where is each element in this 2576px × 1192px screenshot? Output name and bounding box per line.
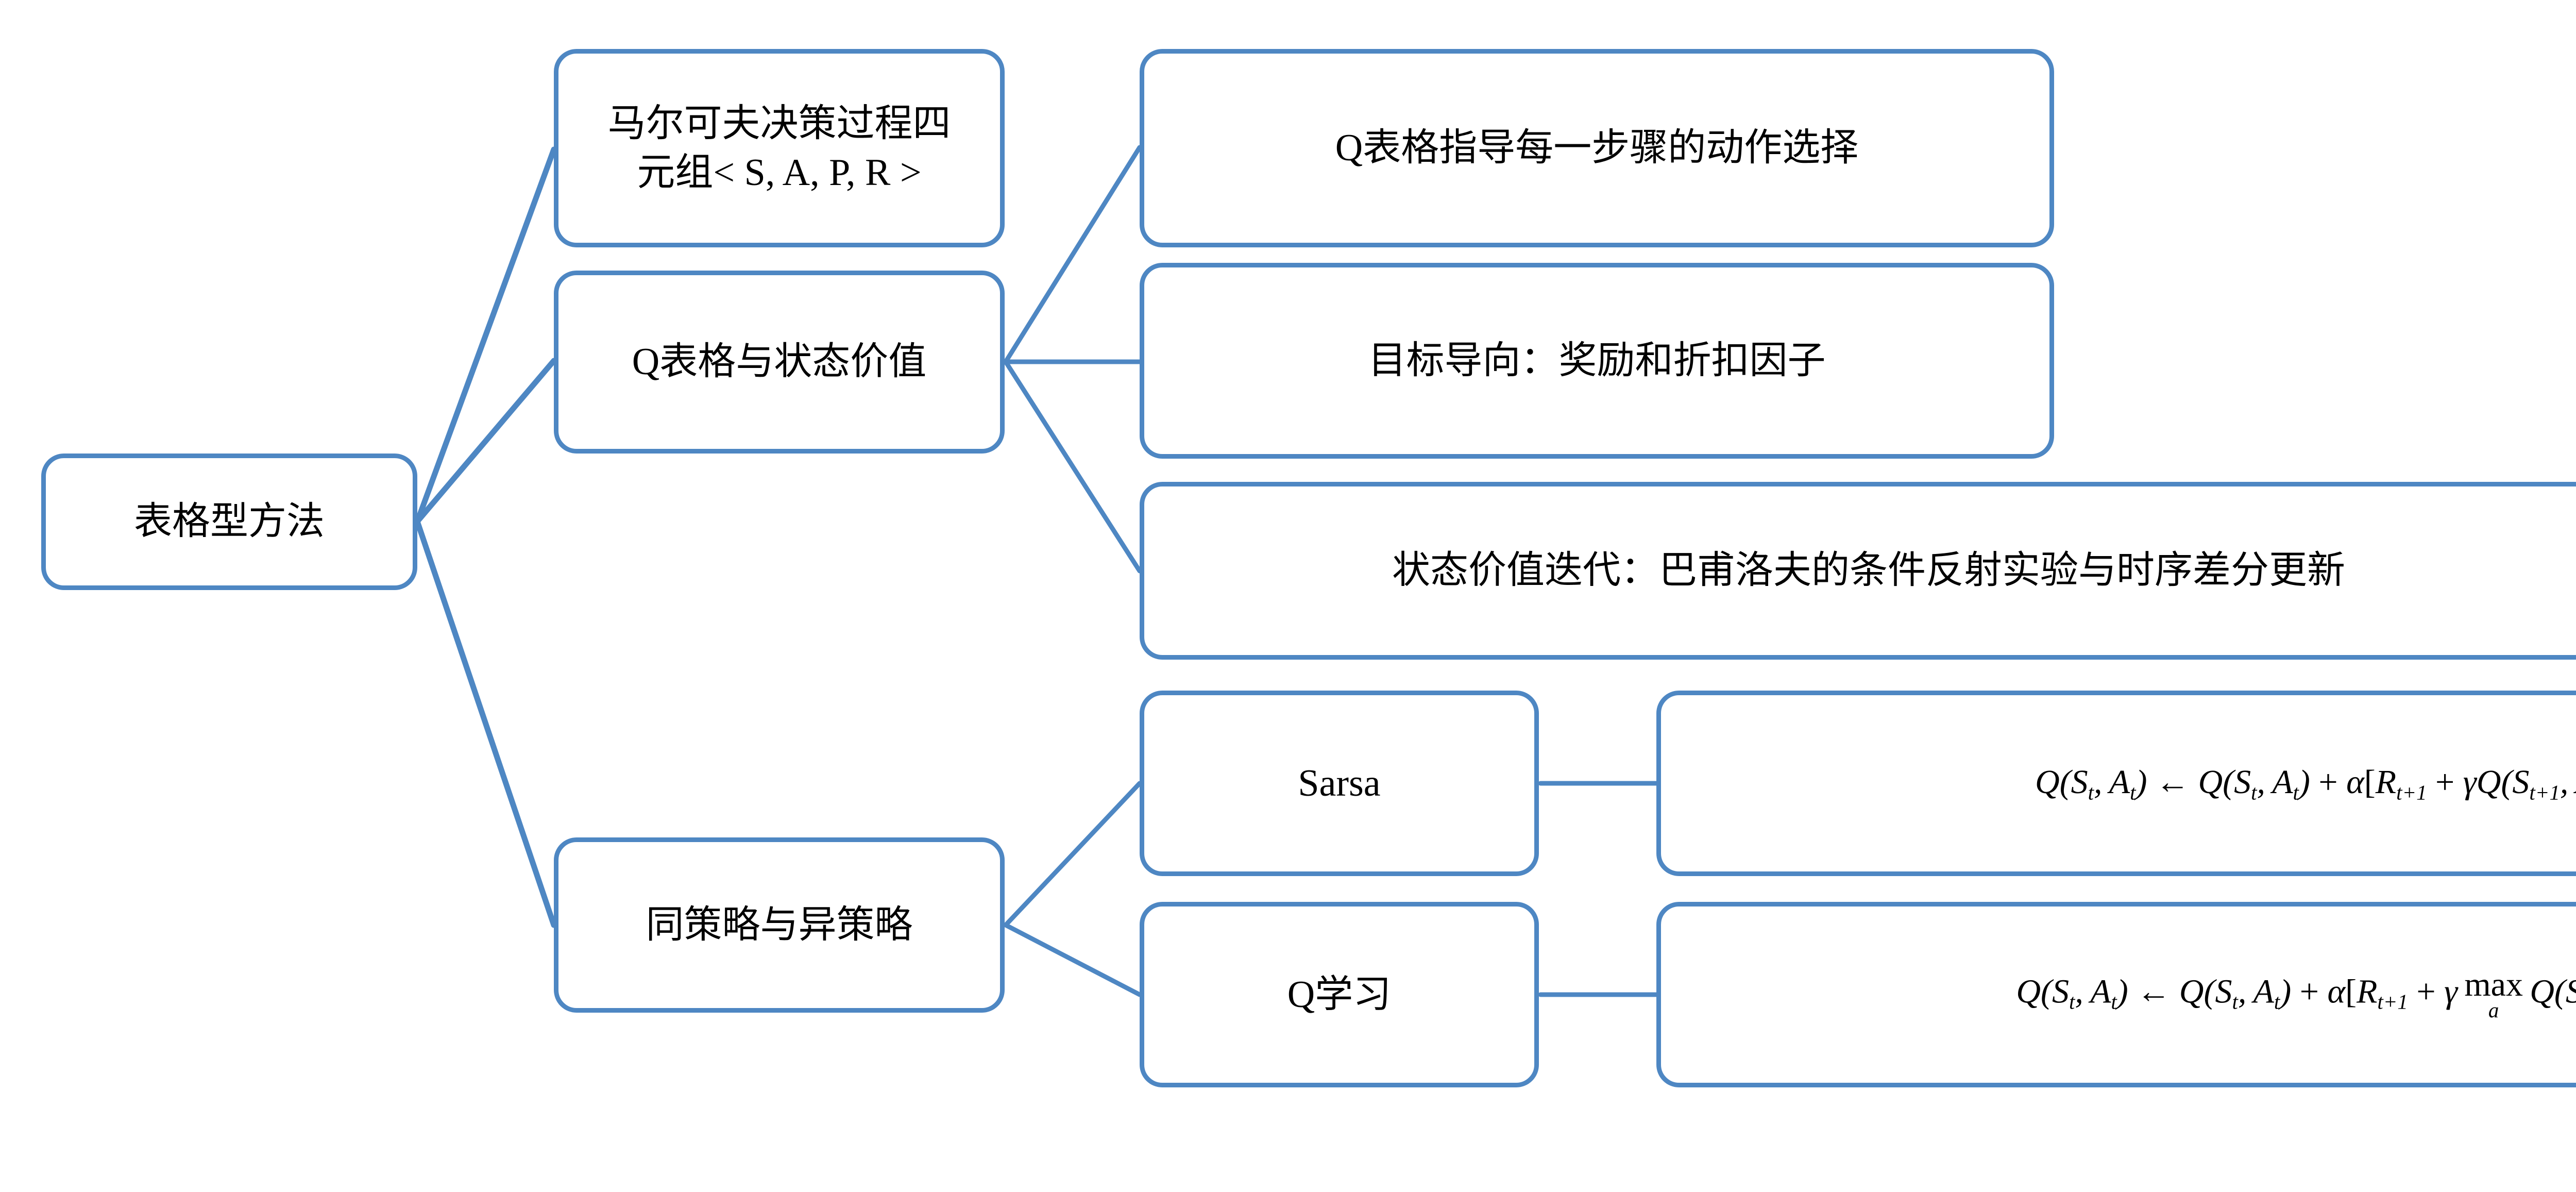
leaf-node-q-learning-label: Q学习 <box>1287 973 1392 1016</box>
branch-node-mdp[interactable]: 马尔可夫决策过程四 元组< S, A, P, R > <box>554 49 1005 247</box>
root-node[interactable]: 表格型方法 <box>41 454 417 590</box>
connector-root-to-mdp <box>414 146 557 525</box>
formula-node-sarsa[interactable]: Q(St, At) ← Q(St, At) + α[Rt+1 + γQ(St+1… <box>1656 691 2576 876</box>
leaf-node-q-table-guides-action[interactable]: Q表格指导每一步骤的动作选择 <box>1140 49 2054 247</box>
branch-node-qtable-label: Q表格与状态价值 <box>632 341 927 383</box>
root-node-label: 表格型方法 <box>134 500 325 543</box>
mdp-line-2: 元组< S, A, P, R > <box>637 151 922 194</box>
leaf-node-goal-oriented-label: 目标导向：奖励和折扣因子 <box>1368 339 1826 382</box>
leaf-node-goal-oriented[interactable]: 目标导向：奖励和折扣因子 <box>1140 263 2054 459</box>
branch-node-policy[interactable]: 同策略与异策略 <box>554 837 1005 1013</box>
connector-qtable-to-guides <box>1003 145 1142 364</box>
leaf-node-state-value-iteration[interactable]: 状态价值迭代：巴甫洛夫的条件反射实验与时序差分更新 <box>1140 482 2576 660</box>
leaf-node-state-value-iteration-label: 状态价值迭代：巴甫洛夫的条件反射实验与时序差分更新 <box>1392 549 2345 592</box>
connector-qtable-to-iteration <box>1003 359 1142 574</box>
connector-root-to-qtable <box>414 358 557 525</box>
mdp-line-1: 马尔可夫决策过程四 <box>607 102 951 145</box>
leaf-node-sarsa[interactable]: Sarsa <box>1140 691 1539 876</box>
connector-policy-to-qlearning <box>1003 922 1142 997</box>
formula-node-sarsa-expression: Q(St, At) ← Q(St, At) + α[Rt+1 + γQ(St+1… <box>2035 763 2576 804</box>
leaf-node-q-table-guides-action-label: Q表格指导每一步骤的动作选择 <box>1335 127 1859 170</box>
branch-node-qtable[interactable]: Q表格与状态价值 <box>554 271 1005 454</box>
branch-node-policy-label: 同策略与异策略 <box>646 903 913 946</box>
connector-root-to-policy <box>414 518 557 928</box>
leaf-node-sarsa-label: Sarsa <box>1298 762 1381 804</box>
leaf-node-q-learning[interactable]: Q学习 <box>1140 902 1539 1087</box>
connector-policy-to-sarsa <box>1003 781 1142 928</box>
branch-node-mdp-label: 马尔可夫决策过程四 元组< S, A, P, R > <box>599 99 960 197</box>
